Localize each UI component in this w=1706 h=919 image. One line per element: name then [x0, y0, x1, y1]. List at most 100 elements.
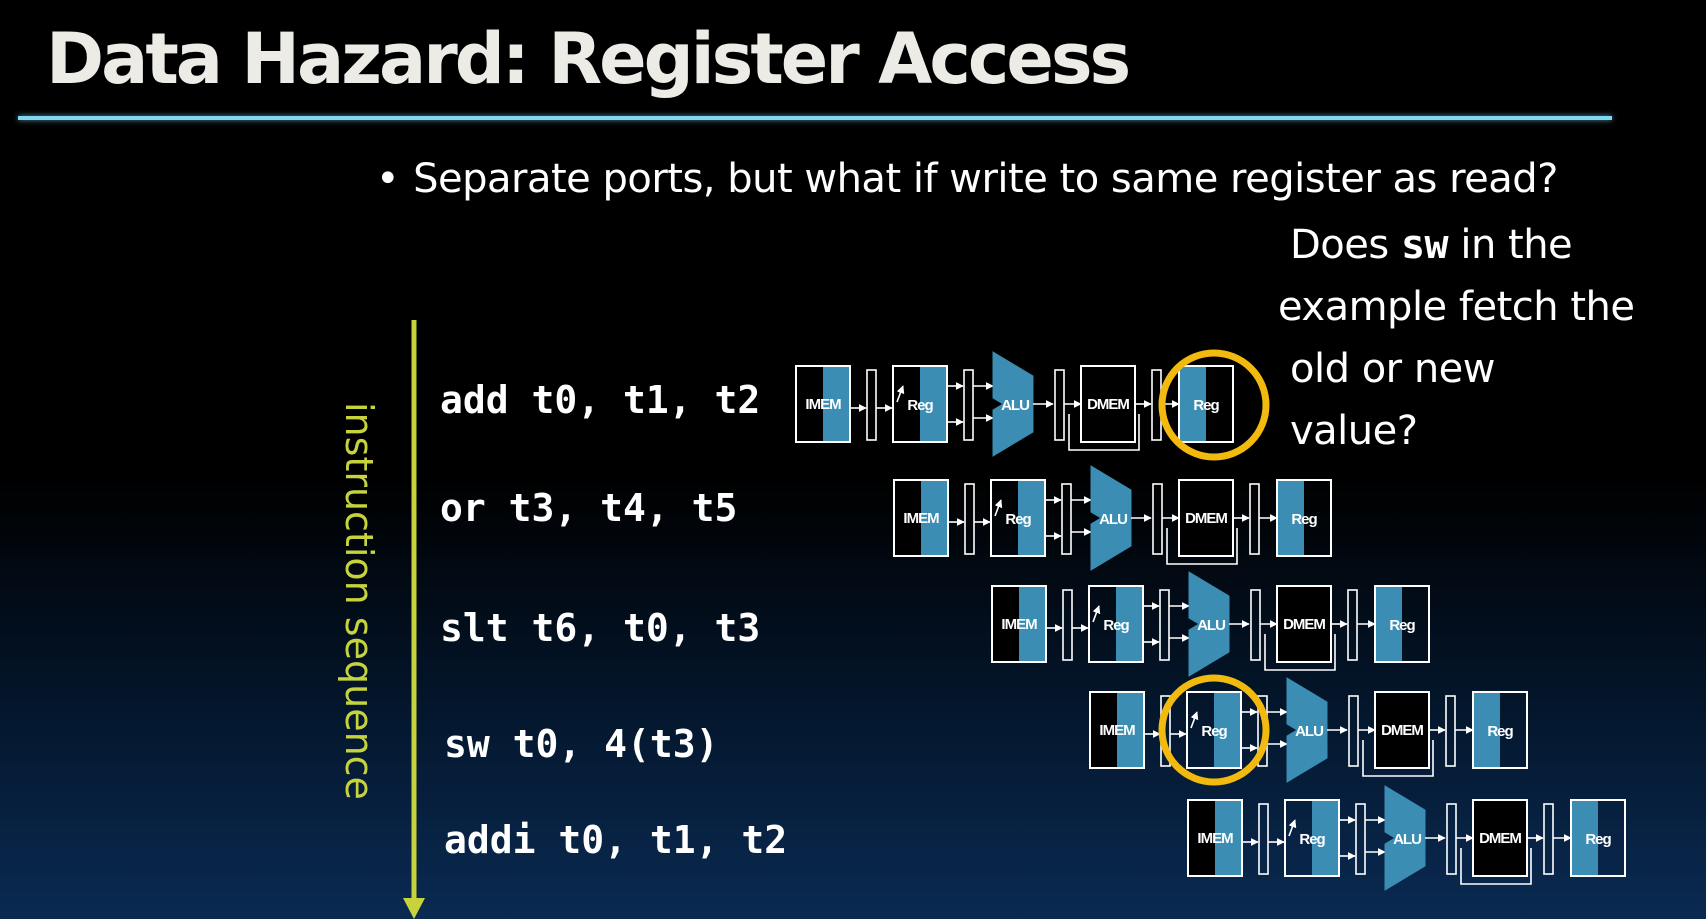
pipe-reg-3: [1152, 483, 1163, 555]
dmem-bypass-line: [1068, 414, 1140, 451]
reg-write-label: Reg: [1585, 831, 1611, 848]
question-line-3: old or new: [1290, 346, 1496, 392]
reg-read-box: [1088, 585, 1144, 663]
pipe-reg-1: [1062, 589, 1073, 661]
dmem-bypass-line: [1362, 740, 1434, 777]
pipeline-arrow-3: [1190, 711, 1199, 729]
reg-write-box: [1276, 479, 1332, 557]
alu-shape: [1188, 571, 1230, 677]
pipe-reg-4: [1543, 803, 1554, 875]
question-line-4: value?: [1290, 408, 1418, 454]
sequence-arrowhead-icon: [403, 898, 425, 919]
reg-write-shade: [1473, 692, 1500, 768]
pipeline-arrow-1: [994, 499, 1003, 517]
imem-shade: [1117, 692, 1144, 768]
reg-read-label: Reg: [1005, 511, 1031, 528]
alu-label: ALU: [1197, 617, 1225, 634]
alu-label: ALU: [1099, 511, 1127, 528]
dmem-bypass-line: [1166, 528, 1238, 565]
alu-label: ALU: [1393, 831, 1421, 848]
alu-shape: [1384, 785, 1426, 891]
bullet-point: • Separate ports, but what if write to sa…: [376, 156, 1558, 202]
pipe-reg-3: [1250, 589, 1261, 661]
reg-read-box: [990, 479, 1046, 557]
pipe-reg-2: [1355, 803, 1366, 875]
reg-write-box: [1374, 585, 1430, 663]
dmem-label: DMEM: [1087, 396, 1129, 413]
imem-label: IMEM: [1197, 830, 1233, 847]
reg-read-shade: [1018, 480, 1045, 556]
alu-label: ALU: [1001, 397, 1029, 414]
dmem-bypass-line: [1460, 848, 1532, 885]
reg-read-label: Reg: [1299, 831, 1325, 848]
imem-label: IMEM: [903, 510, 939, 527]
imem-shade: [1215, 800, 1242, 876]
reg-read-label: Reg: [907, 397, 933, 414]
pipe-reg-2: [963, 369, 974, 441]
dmem-label: DMEM: [1185, 510, 1227, 527]
bullet-dot-icon: •: [376, 156, 400, 202]
dmem-box: [1374, 691, 1430, 769]
pipe-reg-3: [1054, 369, 1065, 441]
reg-write-label: Reg: [1389, 617, 1415, 634]
question-text-b: in the: [1448, 222, 1573, 268]
dmem-label: DMEM: [1381, 722, 1423, 739]
pipe-reg-3: [1348, 695, 1359, 767]
pipeline-arrow-0: [896, 385, 905, 403]
reg-write-shade: [1375, 586, 1402, 662]
highlight-circle-read: [1158, 674, 1270, 786]
pipe-reg-4: [1445, 695, 1456, 767]
reg-read-shade: [1214, 692, 1241, 768]
imem-label: IMEM: [1001, 616, 1037, 633]
dmem-label: DMEM: [1283, 616, 1325, 633]
reg-read-label: Reg: [1201, 723, 1227, 740]
title-underline: [18, 116, 1612, 120]
imem-border: [1187, 799, 1243, 877]
instruction-slt: slt t6, t0, t3: [440, 606, 761, 650]
dmem-label: DMEM: [1479, 830, 1521, 847]
pipe-reg-4: [1249, 483, 1260, 555]
reg-write-label: Reg: [1291, 511, 1317, 528]
imem-border: [893, 479, 949, 557]
dmem-box: [1080, 365, 1136, 443]
dmem-bypass-line: [1264, 634, 1336, 671]
slide-title: Data Hazard: Register Access: [46, 18, 1131, 100]
imem-border: [795, 365, 851, 443]
instruction-or: or t3, t4, t5: [440, 486, 738, 530]
imem-border: [991, 585, 1047, 663]
pipe-reg-1: [964, 483, 975, 555]
pipeline-row-5: IMEM Reg ALU DMEM Reg: [1187, 785, 1626, 891]
pipe-reg-1: [866, 369, 877, 441]
pipe-reg-4: [1347, 589, 1358, 661]
reg-read-box: [1284, 799, 1340, 877]
reg-write-shade: [1277, 480, 1304, 556]
reg-write-box: [1178, 365, 1234, 443]
pipe-reg-2: [1159, 589, 1170, 661]
pipeline-row-3: IMEM Reg ALU DMEM Reg: [991, 571, 1430, 677]
alu-shape: [1286, 677, 1328, 783]
question-code-sw: sw: [1400, 222, 1449, 268]
reg-write-shade: [1179, 366, 1206, 442]
imem-border: [1089, 691, 1145, 769]
bullet-text: Separate ports, but what if write to sam…: [413, 156, 1558, 202]
pipeline-arrow-4: [1288, 819, 1297, 837]
question-text-a: Does: [1290, 222, 1401, 268]
alu-label: ALU: [1295, 723, 1323, 740]
pipe-reg-3: [1446, 803, 1457, 875]
question-text: Does sw in the example fetch the old or …: [1278, 214, 1635, 462]
reg-write-box: [1472, 691, 1528, 769]
imem-label: IMEM: [805, 396, 841, 413]
reg-read-label: Reg: [1103, 617, 1129, 634]
reg-read-shade: [1312, 800, 1339, 876]
pipe-reg-1: [1258, 803, 1269, 875]
pipeline-arrow-2: [1092, 605, 1101, 623]
reg-read-shade: [920, 366, 947, 442]
imem-label: IMEM: [1099, 722, 1135, 739]
dmem-box: [1472, 799, 1528, 877]
question-line-2: example fetch the: [1278, 284, 1635, 330]
reg-write-box: [1570, 799, 1626, 877]
pipeline-row-2: IMEM Reg ALU DMEM Reg: [893, 465, 1332, 571]
